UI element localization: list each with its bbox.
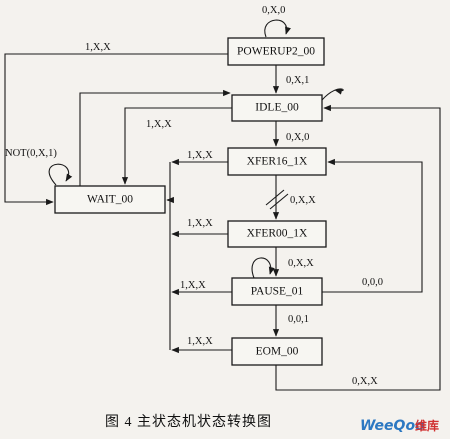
- edge-powerup-to-wait: [4, 53, 228, 206]
- label-powerup-to-wait: 1,X,X: [85, 42, 111, 53]
- label-powerup-self: 0,X,0: [262, 5, 285, 16]
- state-idle-00: IDLE_00: [231, 94, 323, 122]
- edge-pause-self: [251, 257, 275, 279]
- state-xfer00-1x: XFER00_1X: [227, 220, 327, 248]
- label-powerup-to-idle: 0,X,1: [286, 75, 309, 86]
- watermark-brand: WeeQoo: [360, 418, 425, 434]
- state-label-pause: PAUSE_01: [251, 286, 304, 298]
- state-label-xfer00: XFER00_1X: [247, 228, 308, 240]
- state-label-wait: WAIT_00: [87, 194, 133, 206]
- state-label-powerup: POWERUP2_00: [237, 46, 315, 58]
- figure-caption: 图 4 主状态机状态转换图: [105, 413, 272, 430]
- edge-eom-to-idle: [275, 104, 441, 391]
- label-eom-to-idle: 0,X,X: [352, 376, 378, 387]
- state-label-xfer16: XFER16_1X: [247, 156, 308, 168]
- state-wait-00: WAIT_00: [54, 185, 166, 214]
- label-xfer16-to-xfer00: 0,X,X: [290, 195, 316, 206]
- label-xfer00-to-wait: 1,X,X: [187, 218, 213, 229]
- edge-powerup-self: [264, 19, 291, 38]
- state-pause-01: PAUSE_01: [231, 277, 323, 306]
- edge-wait-to-idle: [79, 89, 231, 186]
- label-wait-self: NOT(0,X,1): [5, 148, 57, 159]
- edge-break-mark: [265, 189, 289, 210]
- label-idle-to-wait: 1,X,X: [146, 119, 172, 130]
- state-powerup2-00: POWERUP2_00: [227, 37, 325, 66]
- edge-idle-to-wait: [121, 107, 232, 185]
- label-xfer16-to-wait: 1,X,X: [187, 150, 213, 161]
- state-eom-00: EOM_00: [231, 337, 323, 366]
- state-label-idle: IDLE_00: [255, 102, 299, 114]
- watermark-cn: 维库: [415, 418, 439, 433]
- edge-wait-self: [48, 163, 73, 186]
- label-eom-to-wait: 1,X,X: [187, 336, 213, 347]
- state-xfer16-1x: XFER16_1X: [227, 147, 327, 176]
- edge-pause-to-xfer16: [322, 158, 423, 293]
- label-idle-to-xfer16: 0,X,0: [286, 132, 309, 143]
- label-pause-to-wait: 1,X,X: [180, 280, 206, 291]
- state-label-eom: EOM_00: [256, 346, 299, 358]
- label-pause-to-xfer16: 0,0,0: [362, 277, 383, 288]
- label-xfer00-to-pause: 0,X,X: [288, 258, 314, 269]
- edge-idle-self: [321, 88, 344, 101]
- label-pause-to-eom: 0,0,1: [288, 314, 309, 325]
